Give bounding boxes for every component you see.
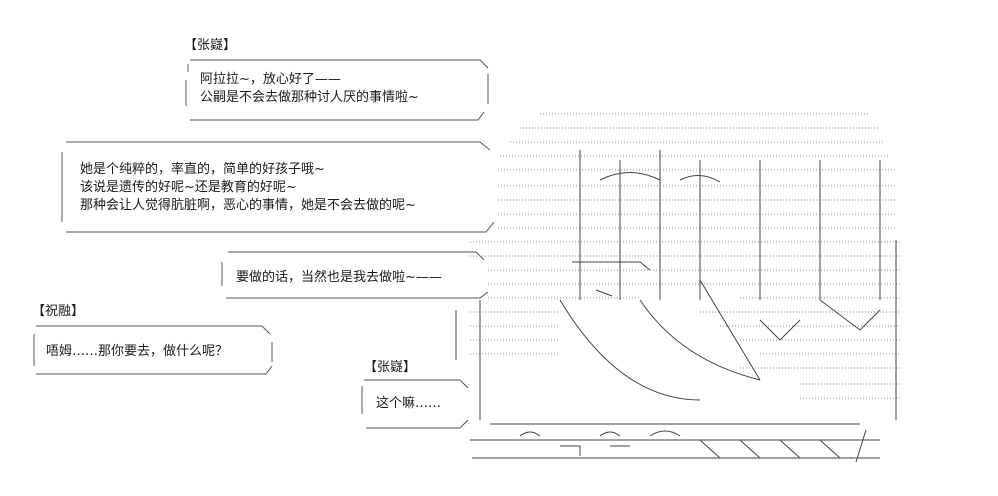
dialogue-line: 要做的话，当然也是我去做啦~—— xyxy=(236,270,442,285)
dialogue-line: 她是个纯粹的，率直的，简单的好孩子哦~ xyxy=(80,162,325,177)
speaker-tag: 【张嶷】 xyxy=(184,38,237,53)
dialogue-line: 那种会让人觉得肮脏啊，恶心的事情，她是不会去做的呢~ xyxy=(80,198,416,213)
speaker-tag: 【张嶷】 xyxy=(364,360,417,375)
dialogue-line: 这个嘛…… xyxy=(376,396,442,411)
dialogue-line: 阿拉拉~，放心好了—— xyxy=(200,72,341,87)
dialogue-line: 公嗣是不会去做那种讨人厌的事情啦~ xyxy=(200,90,419,105)
dialogue-line: 该说是遗传的好呢~还是教育的好呢~ xyxy=(80,180,297,195)
dialogue-line: 唔姆……那你要去，做什么呢？ xyxy=(46,344,229,359)
speaker-tag: 【祝融】 xyxy=(32,304,85,319)
